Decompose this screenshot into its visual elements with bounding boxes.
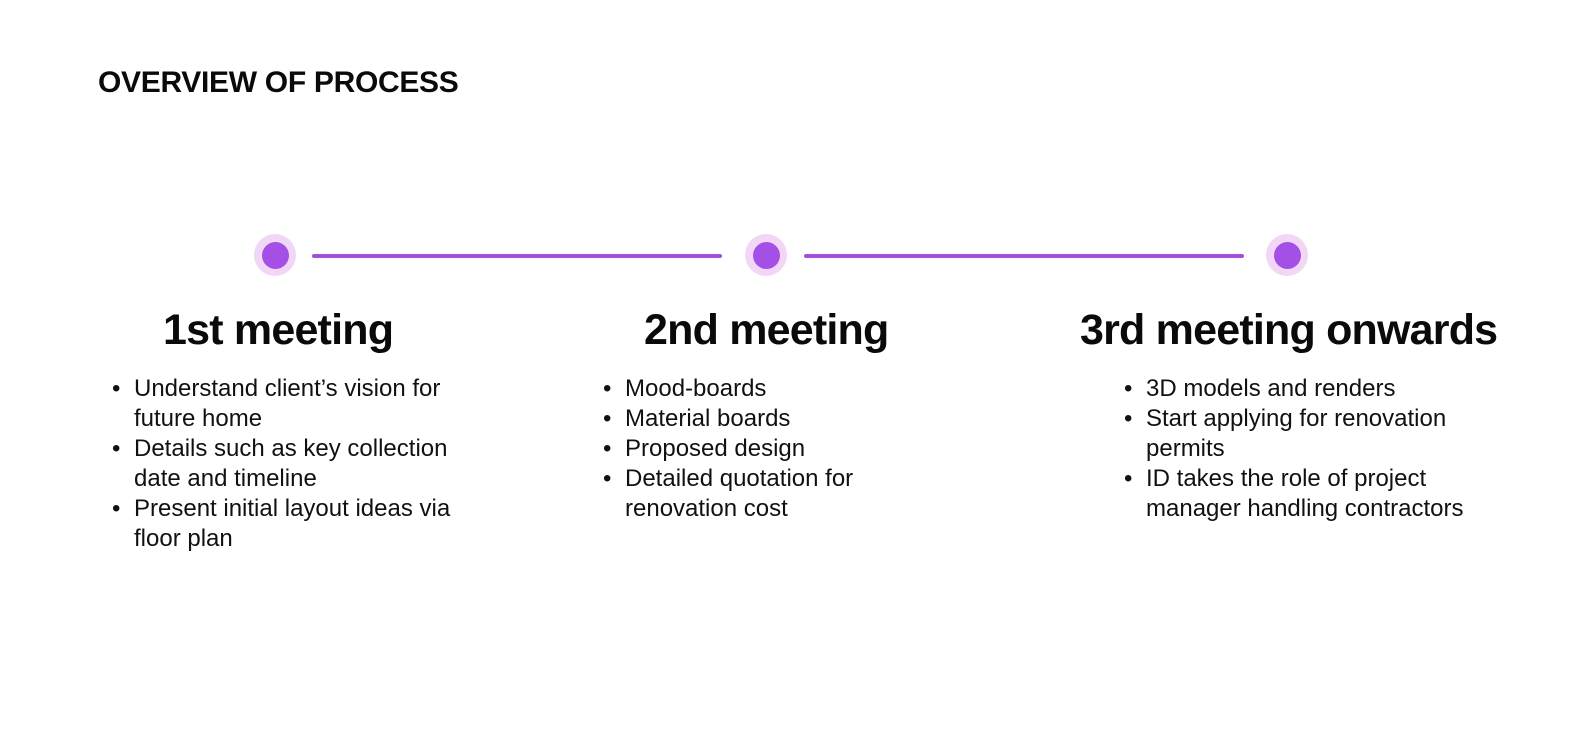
list-item-text: Present initial layout ideas via floor p… bbox=[134, 495, 451, 552]
timeline-node-2 bbox=[745, 234, 787, 276]
bullet-icon: • bbox=[603, 405, 612, 432]
timeline-connector-2 bbox=[804, 254, 1244, 258]
list-item-text: Understand client’s vision for future ho… bbox=[134, 375, 441, 432]
list-item: • Detailed quotation for renovation cost bbox=[603, 464, 925, 524]
page-title: OVERVIEW OF PROCESS bbox=[98, 66, 459, 99]
list-item: • Proposed design bbox=[603, 434, 925, 464]
list-item-text: Material boards bbox=[625, 405, 791, 432]
timeline-node-3 bbox=[1266, 234, 1308, 276]
stage-items-list: • Mood-boards • Material boards • Propos… bbox=[603, 374, 925, 524]
list-item: • Present initial layout ideas via floor… bbox=[112, 494, 474, 554]
timeline-connector-1 bbox=[312, 254, 722, 258]
bullet-icon: • bbox=[112, 495, 121, 522]
stage-title: 2nd meeting bbox=[644, 306, 889, 354]
list-item: • ID takes the role of project manager h… bbox=[1124, 464, 1476, 524]
stage-title: 1st meeting bbox=[163, 306, 394, 354]
timeline-node-1 bbox=[254, 234, 296, 276]
bullet-icon: • bbox=[1124, 405, 1133, 432]
list-item-text: ID takes the role of project manager han… bbox=[1146, 465, 1464, 522]
bullet-icon: • bbox=[1124, 465, 1133, 492]
timeline-node-dot bbox=[1273, 241, 1301, 269]
stage-items-list: • 3D models and renders • Start applying… bbox=[1124, 374, 1476, 524]
timeline-node-dot bbox=[261, 241, 289, 269]
list-item-text: Mood-boards bbox=[625, 375, 767, 402]
stage-title: 3rd meeting onwards bbox=[1080, 306, 1498, 354]
timeline-node-dot bbox=[752, 241, 780, 269]
list-item: • Details such as key collection date an… bbox=[112, 434, 474, 494]
list-item-text: Proposed design bbox=[625, 435, 806, 462]
list-item: • 3D models and renders bbox=[1124, 374, 1476, 404]
list-item: • Mood-boards bbox=[603, 374, 925, 404]
list-item-text: Details such as key collection date and … bbox=[134, 435, 448, 492]
bullet-icon: • bbox=[603, 435, 612, 462]
list-item-text: 3D models and renders bbox=[1146, 375, 1396, 402]
bullet-icon: • bbox=[1124, 375, 1133, 402]
list-item-text: Detailed quotation for renovation cost bbox=[625, 465, 854, 522]
bullet-icon: • bbox=[112, 435, 121, 462]
list-item: • Understand client’s vision for future … bbox=[112, 374, 474, 434]
list-item: • Material boards bbox=[603, 404, 925, 434]
list-item-text: Start applying for renovation permits bbox=[1146, 405, 1447, 462]
bullet-icon: • bbox=[112, 375, 121, 402]
bullet-icon: • bbox=[603, 465, 612, 492]
list-item: • Start applying for renovation permits bbox=[1124, 404, 1476, 464]
bullet-icon: • bbox=[603, 375, 612, 402]
stage-items-list: • Understand client’s vision for future … bbox=[112, 374, 474, 554]
